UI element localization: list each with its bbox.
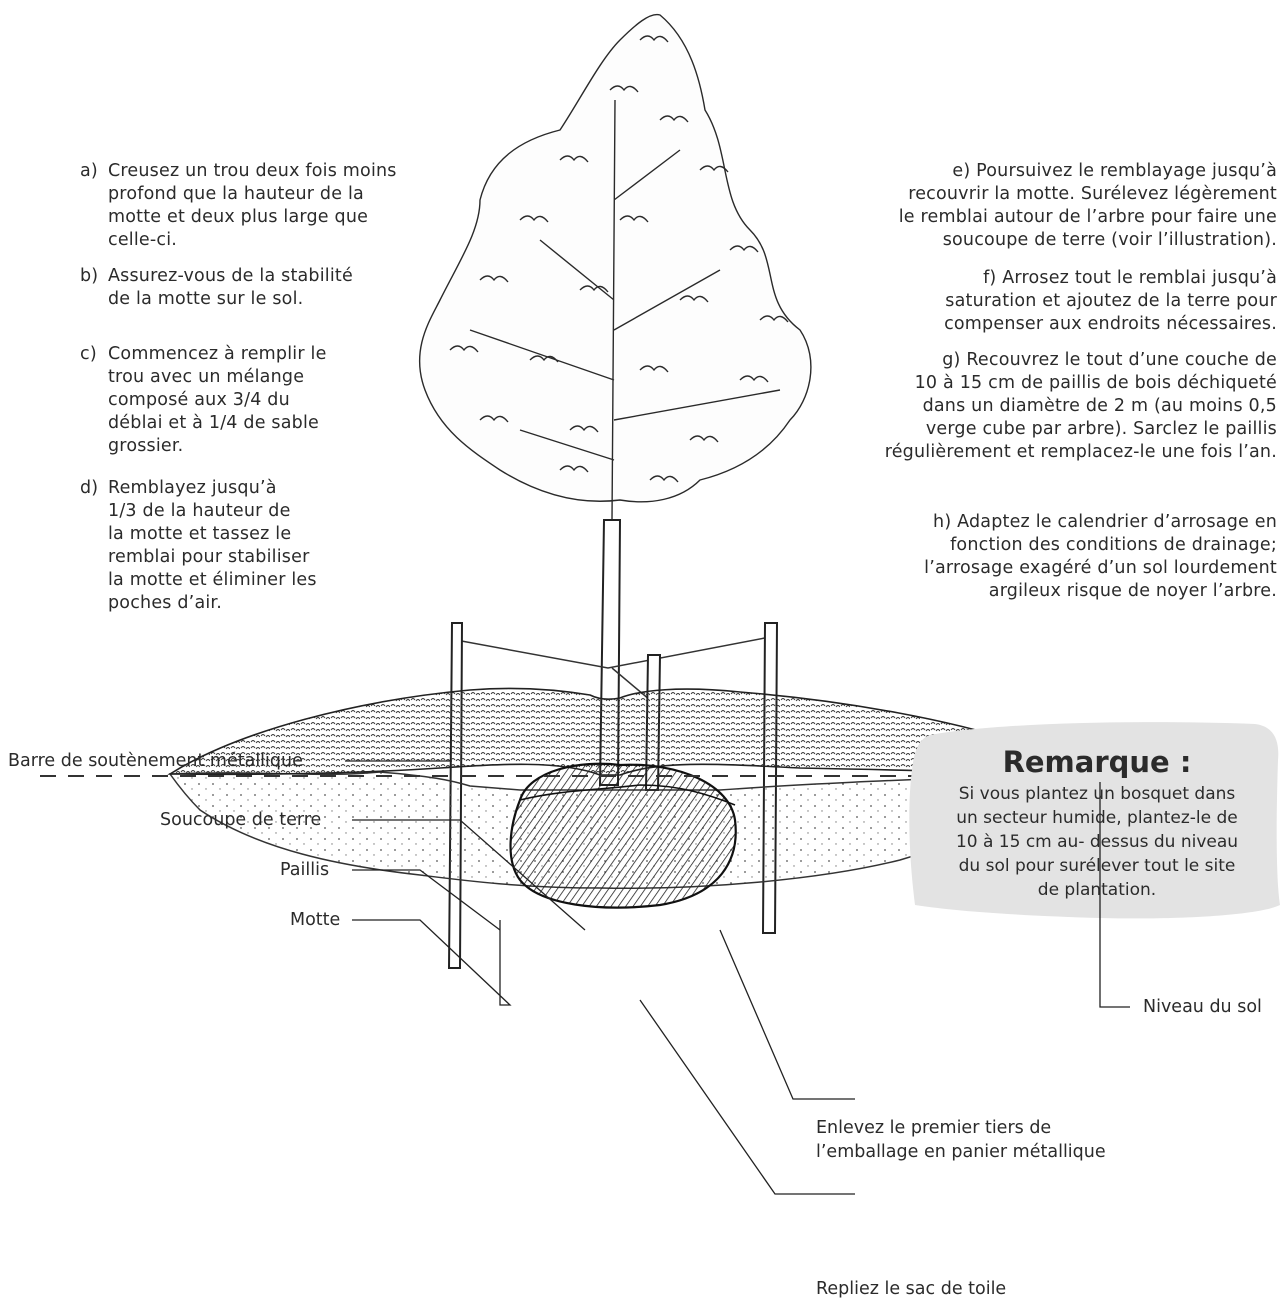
step-b-letter: b) bbox=[80, 265, 108, 311]
step-a-text: Creusez un trou deux fois moins profond … bbox=[108, 160, 440, 252]
label-basket: Enlevez le premier tiers de l’emballage … bbox=[816, 1116, 1106, 1164]
label-burlap: Repliez le sac de toile bbox=[816, 1278, 1006, 1300]
step-b-text: Assurez-vous de la stabilité de la motte… bbox=[108, 265, 440, 311]
leader-basket bbox=[720, 930, 855, 1099]
label-ground-level: Niveau du sol bbox=[1143, 996, 1262, 1018]
step-c-letter: c) bbox=[80, 343, 108, 458]
step-f: f) Arrosez tout le remblai jusqu’à satur… bbox=[797, 267, 1277, 336]
step-h: h) Adaptez le calendrier d’arrosage en f… bbox=[797, 511, 1277, 603]
label-mulch: Paillis bbox=[280, 859, 329, 881]
step-g: g) Recouvrez le tout d’une couche de 10 … bbox=[797, 349, 1277, 464]
note-body: Si vous plantez un bosquet dans un secte… bbox=[916, 782, 1278, 902]
step-b: b) Assurez-vous de la stabilité de la mo… bbox=[80, 265, 440, 311]
label-rootball: Motte bbox=[290, 909, 340, 931]
step-d-letter: d) bbox=[80, 477, 108, 615]
step-a-letter: a) bbox=[80, 160, 108, 252]
step-c: c) Commencez à remplir le trou avec un m… bbox=[80, 343, 440, 458]
step-d-text: Remblayez jusqu’à 1/3 de la hauteur de l… bbox=[108, 477, 440, 615]
leader-burlap bbox=[640, 1000, 855, 1194]
note-title: Remarque : bbox=[916, 746, 1278, 778]
step-d: d) Remblayez jusqu’à 1/3 de la hauteur d… bbox=[80, 477, 440, 615]
root-ball bbox=[511, 764, 736, 908]
step-e: e) Poursuivez le remblayage jusqu’à reco… bbox=[797, 160, 1277, 252]
tree-crown bbox=[420, 15, 811, 520]
leader-rootball bbox=[352, 920, 510, 1005]
label-saucer: Soucoupe de terre bbox=[160, 809, 321, 831]
step-c-text: Commencez à remplir le trou avec un méla… bbox=[108, 343, 440, 458]
step-a: a) Creusez un trou deux fois moins profo… bbox=[80, 160, 440, 252]
label-stake: Barre de soutènement métallique bbox=[8, 750, 303, 772]
